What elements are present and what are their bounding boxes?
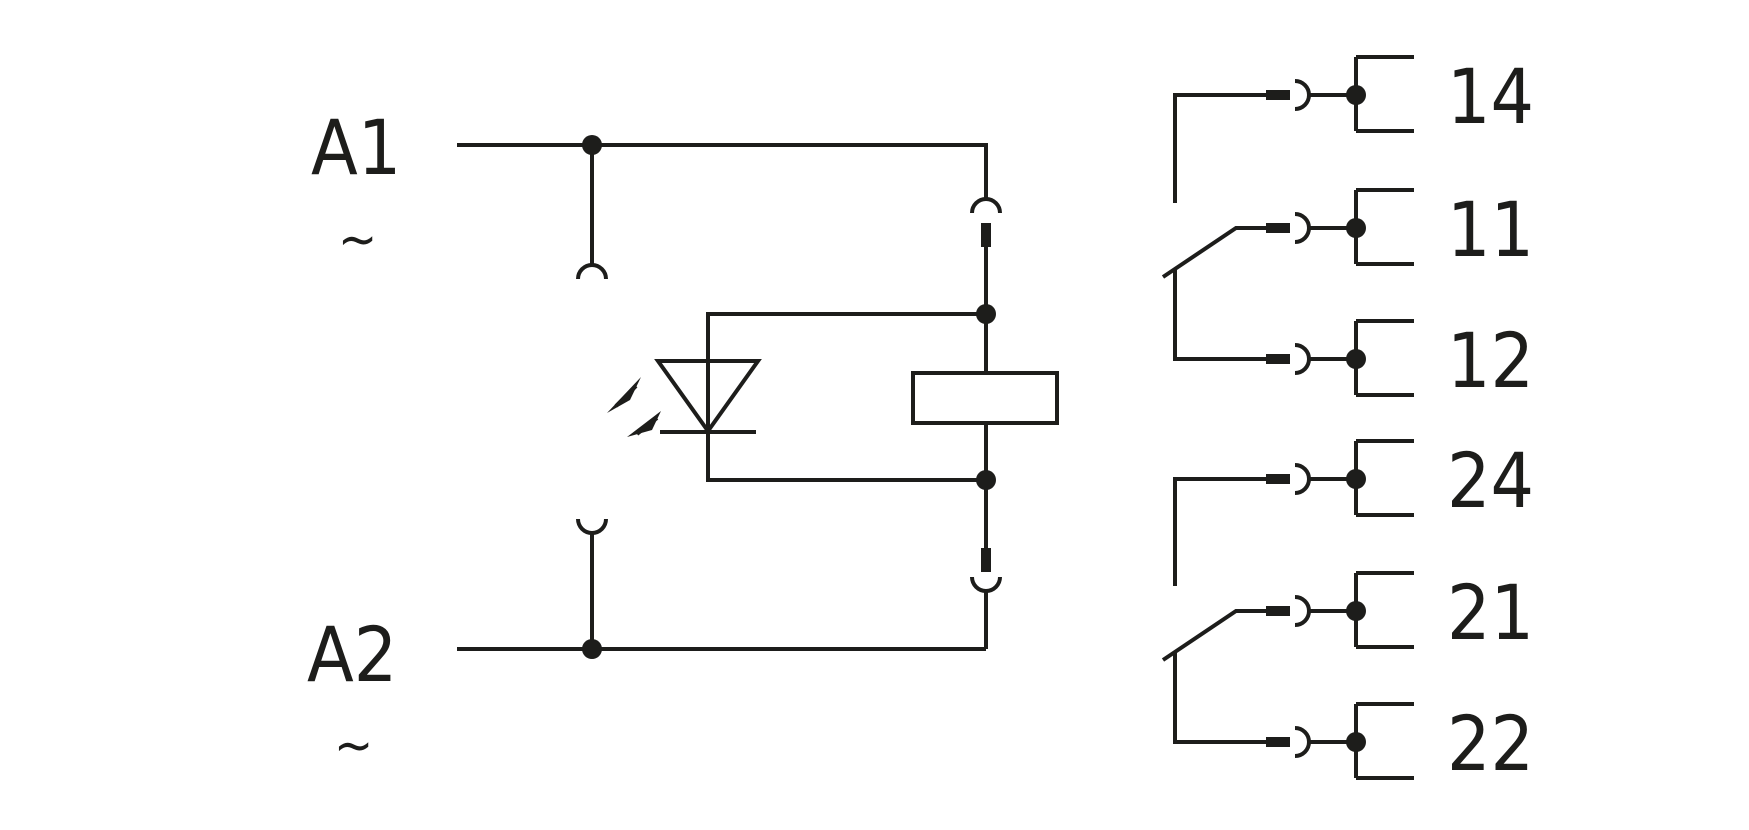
a2-terminal-label: A2 [307, 610, 397, 699]
terminal-12-label: 12 [1447, 316, 1534, 405]
terminal-12-socket-icon [1294, 343, 1311, 375]
terminal-11: 11 [1266, 185, 1534, 274]
contact-1-no-wire [1173, 93, 1266, 203]
terminal-21-label: 21 [1447, 568, 1534, 657]
terminal-14-label: 14 [1447, 52, 1534, 141]
a1-junction-dot [582, 135, 602, 155]
a1-supply-wire [457, 143, 988, 199]
a1-branch-socket-icon [576, 263, 608, 280]
terminal-24-label: 24 [1447, 436, 1534, 525]
terminal-22-label: 22 [1447, 699, 1534, 788]
terminal-12-plug-icon [1266, 354, 1290, 364]
terminal-21-plug-icon [1266, 606, 1290, 616]
led-branch-wire [706, 312, 986, 482]
coil-bottom-plug-icon [981, 548, 991, 572]
terminal-14-plug-icon [1266, 90, 1290, 100]
terminal-21-socket-icon [1294, 595, 1311, 627]
terminal-11-label: 11 [1447, 185, 1534, 274]
terminal-22-socket-icon [1294, 726, 1311, 758]
led-indicator-icon [607, 359, 762, 437]
terminal-12: 12 [1266, 316, 1534, 405]
led-top-junction-dot [976, 304, 996, 324]
relay-coil-symbol [911, 371, 1059, 425]
terminal-24-socket-icon [1294, 463, 1311, 495]
contact-2-nc-wire [1173, 651, 1266, 744]
coil-bottom-socket-icon [970, 576, 1002, 593]
coil-top-plug-icon [981, 223, 991, 247]
a1-terminal-label: A1 [311, 103, 401, 192]
terminal-22: 22 [1266, 699, 1534, 788]
terminal-24: 24 [1266, 436, 1534, 525]
a2-supply-type-label: ~ [334, 716, 373, 776]
contact-circuit: 14 11 12 24 [1161, 52, 1534, 788]
contact-2-no-wire [1173, 477, 1266, 586]
terminal-14: 14 [1266, 52, 1534, 141]
coil-top-socket-icon [970, 197, 1002, 214]
contact-1-switch-arm [1161, 226, 1266, 279]
terminal-21: 21 [1266, 568, 1534, 657]
terminal-11-plug-icon [1266, 223, 1290, 233]
a2-branch-socket-icon [576, 518, 608, 535]
led-bottom-junction-dot [976, 470, 996, 490]
terminal-24-plug-icon [1266, 474, 1290, 484]
contact-1-nc-wire [1173, 268, 1266, 361]
terminal-22-plug-icon [1266, 737, 1290, 747]
contact-2-switch-arm [1161, 609, 1266, 662]
terminal-11-socket-icon [1294, 212, 1311, 244]
coil-circuit: A1 ~ A2 ~ [307, 103, 1059, 776]
terminal-14-socket-icon [1294, 79, 1311, 111]
a1-supply-type-label: ~ [338, 210, 377, 270]
